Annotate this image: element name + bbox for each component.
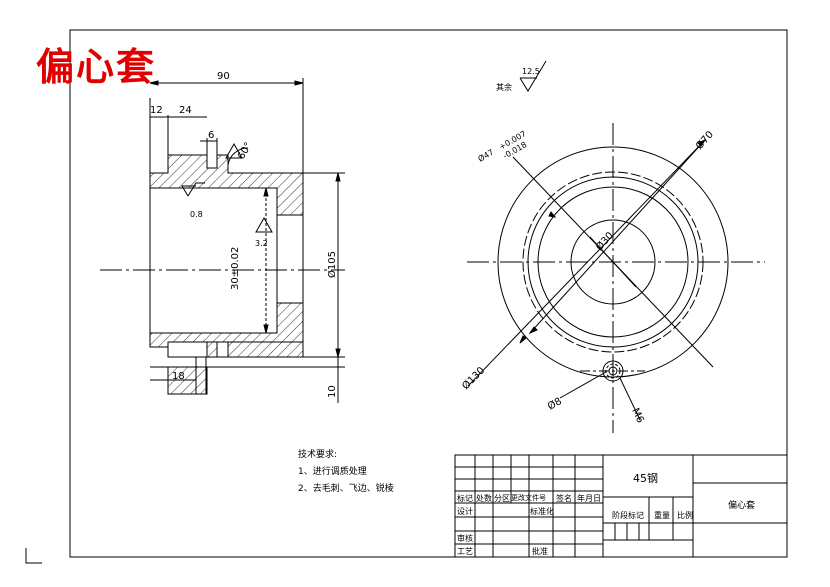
roughness-value-other: 12.5 — [522, 67, 540, 76]
tech-heading: 技术要求: — [298, 450, 338, 460]
tb-mark: 标记 — [457, 494, 473, 503]
tb-date: 年月日 — [577, 494, 601, 503]
tb-doc-no: 更改文件号 — [511, 494, 546, 502]
tech-item-2: 2、去毛刺、飞边、锐棱 — [298, 484, 394, 494]
dim-12: 12 — [150, 105, 163, 116]
corner-mark — [25, 548, 42, 564]
dim-bore: 30±0.02 — [230, 247, 241, 290]
tb-count: 处数 — [476, 494, 492, 503]
roughness-label-other: 其余 — [496, 82, 512, 92]
dim-10: 10 — [327, 385, 338, 398]
drawing-frame — [69, 29, 788, 558]
tb-approve: 批准 — [532, 547, 548, 556]
dim-90: 90 — [217, 71, 230, 82]
dim-dia105: Ø105 — [326, 251, 338, 278]
drawing-title: 偏心套 — [36, 44, 157, 89]
dim-dia47: Ø47 — [476, 147, 495, 164]
part-name-label: 偏心套 — [728, 501, 756, 511]
tb-stage-mark: 阶段标记 — [612, 511, 644, 520]
roughness-value-2: 3.2 — [255, 239, 268, 248]
end-view — [467, 60, 765, 433]
tb-review: 审核 — [457, 534, 473, 543]
dim-18: 18 — [172, 371, 185, 382]
tech-item-1: 1、进行调质处理 — [298, 467, 367, 477]
tb-process: 工艺 — [457, 547, 473, 556]
dim-dia130: Ø130 — [460, 365, 488, 393]
tb-design: 设计 — [457, 507, 473, 516]
section-view — [100, 78, 345, 403]
tb-standardize: 标准化 — [530, 507, 554, 516]
tb-sign: 签名 — [556, 494, 572, 503]
technical-requirements: 技术要求: 1、进行调质处理 2、去毛刺、飞边、锐棱 — [298, 447, 394, 498]
dim-24: 24 — [179, 105, 192, 116]
dim-m6: M6 — [629, 407, 645, 425]
tb-scale: 比例 — [677, 511, 693, 520]
title-block-grid — [454, 454, 788, 558]
material-label: 45钢 — [633, 472, 658, 485]
tb-zone: 分区 — [494, 494, 510, 503]
dim-angle-60: 60° — [236, 141, 254, 162]
dim-6: 6 — [208, 130, 214, 141]
tb-weight: 重量 — [654, 511, 670, 520]
roughness-value-1: 0.8 — [190, 210, 203, 219]
